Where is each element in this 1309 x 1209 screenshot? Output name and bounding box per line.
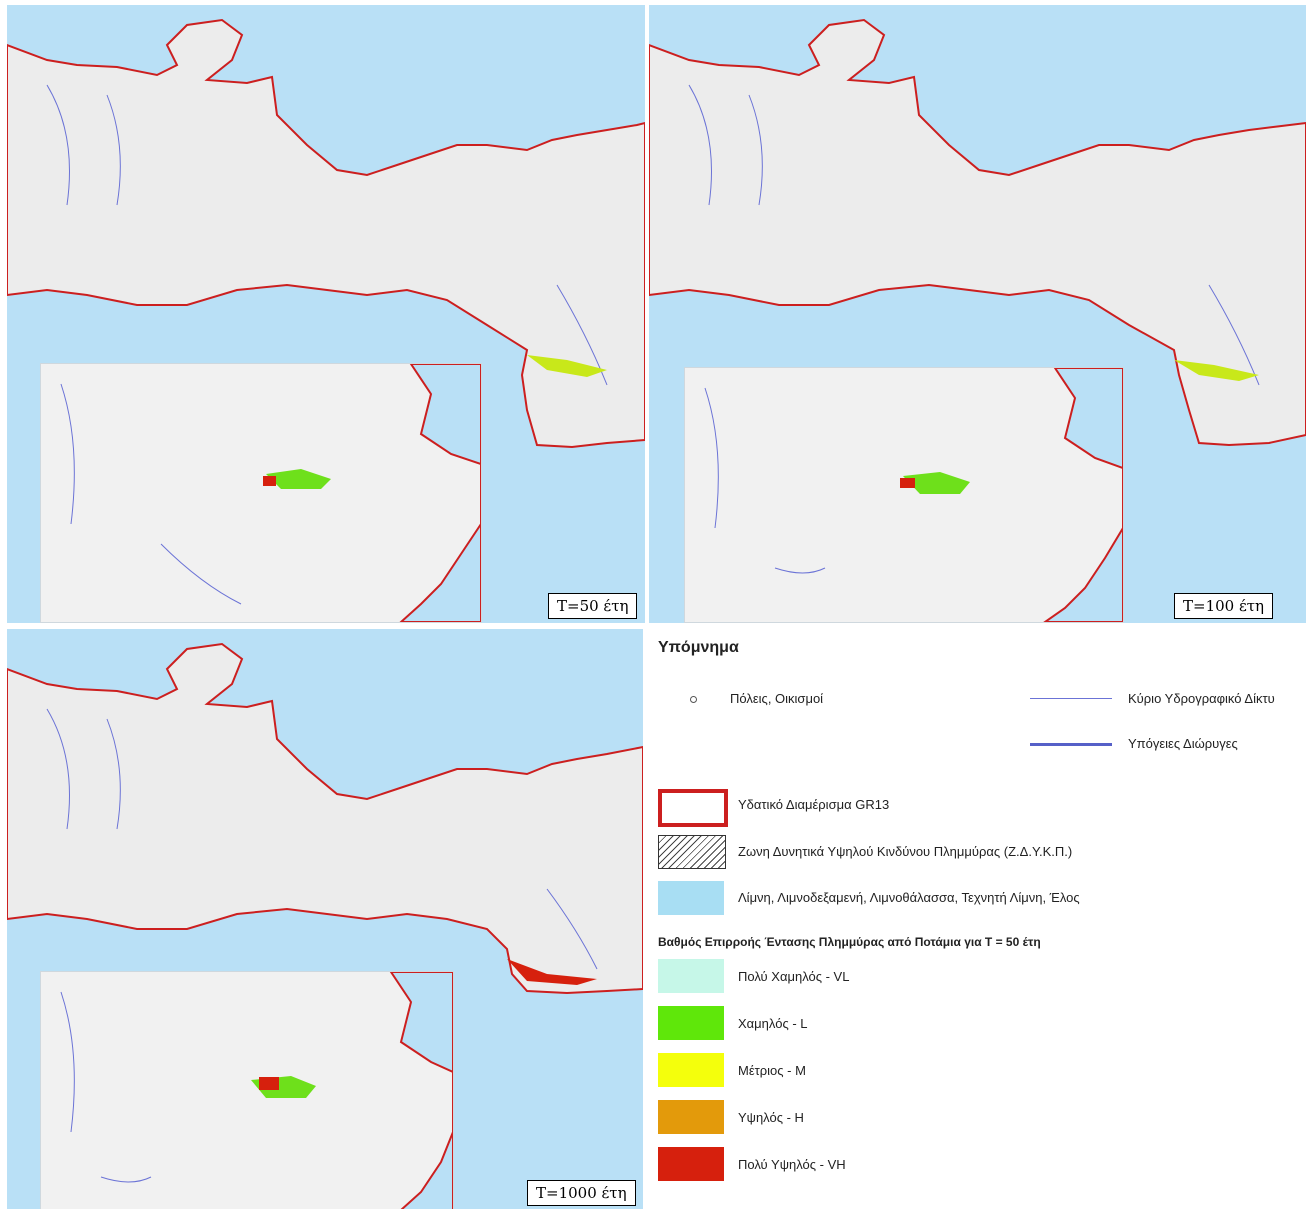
legend-zone-label: Ζωνη Δυνητικά Υψηλού Κινδύνου Πλημμύρας …	[738, 844, 1073, 859]
legend-district-label: Υδατικό Διαμέρισμα GR13	[738, 797, 890, 812]
legend-section-title: Βαθμός Επιρροής Έντασης Πλημμύρας από Πο…	[658, 935, 1041, 949]
inset-map-t50	[40, 363, 482, 623]
underground-canal-line-icon	[1030, 743, 1112, 746]
class-swatch-vl	[658, 959, 724, 993]
main-river-line-icon	[1030, 698, 1112, 699]
district-boundary-swatch	[658, 789, 728, 827]
lake-swatch	[658, 881, 724, 915]
flood-zone-hatch-swatch	[658, 835, 726, 869]
crete-map-t1000	[7, 642, 643, 995]
class-label-m: Μέτριος - M	[738, 1063, 806, 1078]
class-label-h: Υψηλός - H	[738, 1110, 804, 1125]
class-label-vl: Πολύ Χαμηλός - VL	[738, 969, 850, 984]
class-swatch-m	[658, 1053, 724, 1087]
class-label-vh: Πολύ Υψηλός - VH	[738, 1157, 846, 1172]
map-panel-t1000: T=1000 έτη	[7, 629, 643, 1209]
legend-main-river-label: Κύριο Υδρογραφικό Δίκτυ	[1128, 691, 1275, 706]
city-dot-icon	[690, 696, 697, 703]
map-panel-t50: T=50 έτη	[7, 5, 645, 623]
map-legend: Υπόμνημα Πόλεις, Οικισμοί Κύριο Υδρογραφ…	[650, 629, 1309, 1209]
legend-lake-label: Λίμνη, Λιμνοδεξαμενή, Λιμνοθάλασσα, Τεχν…	[738, 890, 1080, 905]
legend-cities-label: Πόλεις, Οικισμοί	[730, 691, 824, 706]
panel-label-t100: T=100 έτη	[1174, 593, 1274, 619]
crete-map-t100	[649, 18, 1306, 447]
panel-label-t1000: T=1000 έτη	[527, 1180, 636, 1206]
legend-title: Υπόμνημα	[658, 639, 739, 656]
legend-underground-label: Υπόγειες Διώρυγες	[1128, 736, 1238, 751]
inset-map-t100	[684, 367, 1124, 623]
map-panel-t100: T=100 έτη	[649, 5, 1306, 623]
class-label-l: Χαμηλός - L	[738, 1016, 808, 1031]
class-swatch-l	[658, 1006, 724, 1040]
inset-map-t1000	[40, 971, 454, 1209]
class-swatch-h	[658, 1100, 724, 1134]
panel-label-t50: T=50 έτη	[548, 593, 638, 619]
class-swatch-vh	[658, 1147, 724, 1181]
